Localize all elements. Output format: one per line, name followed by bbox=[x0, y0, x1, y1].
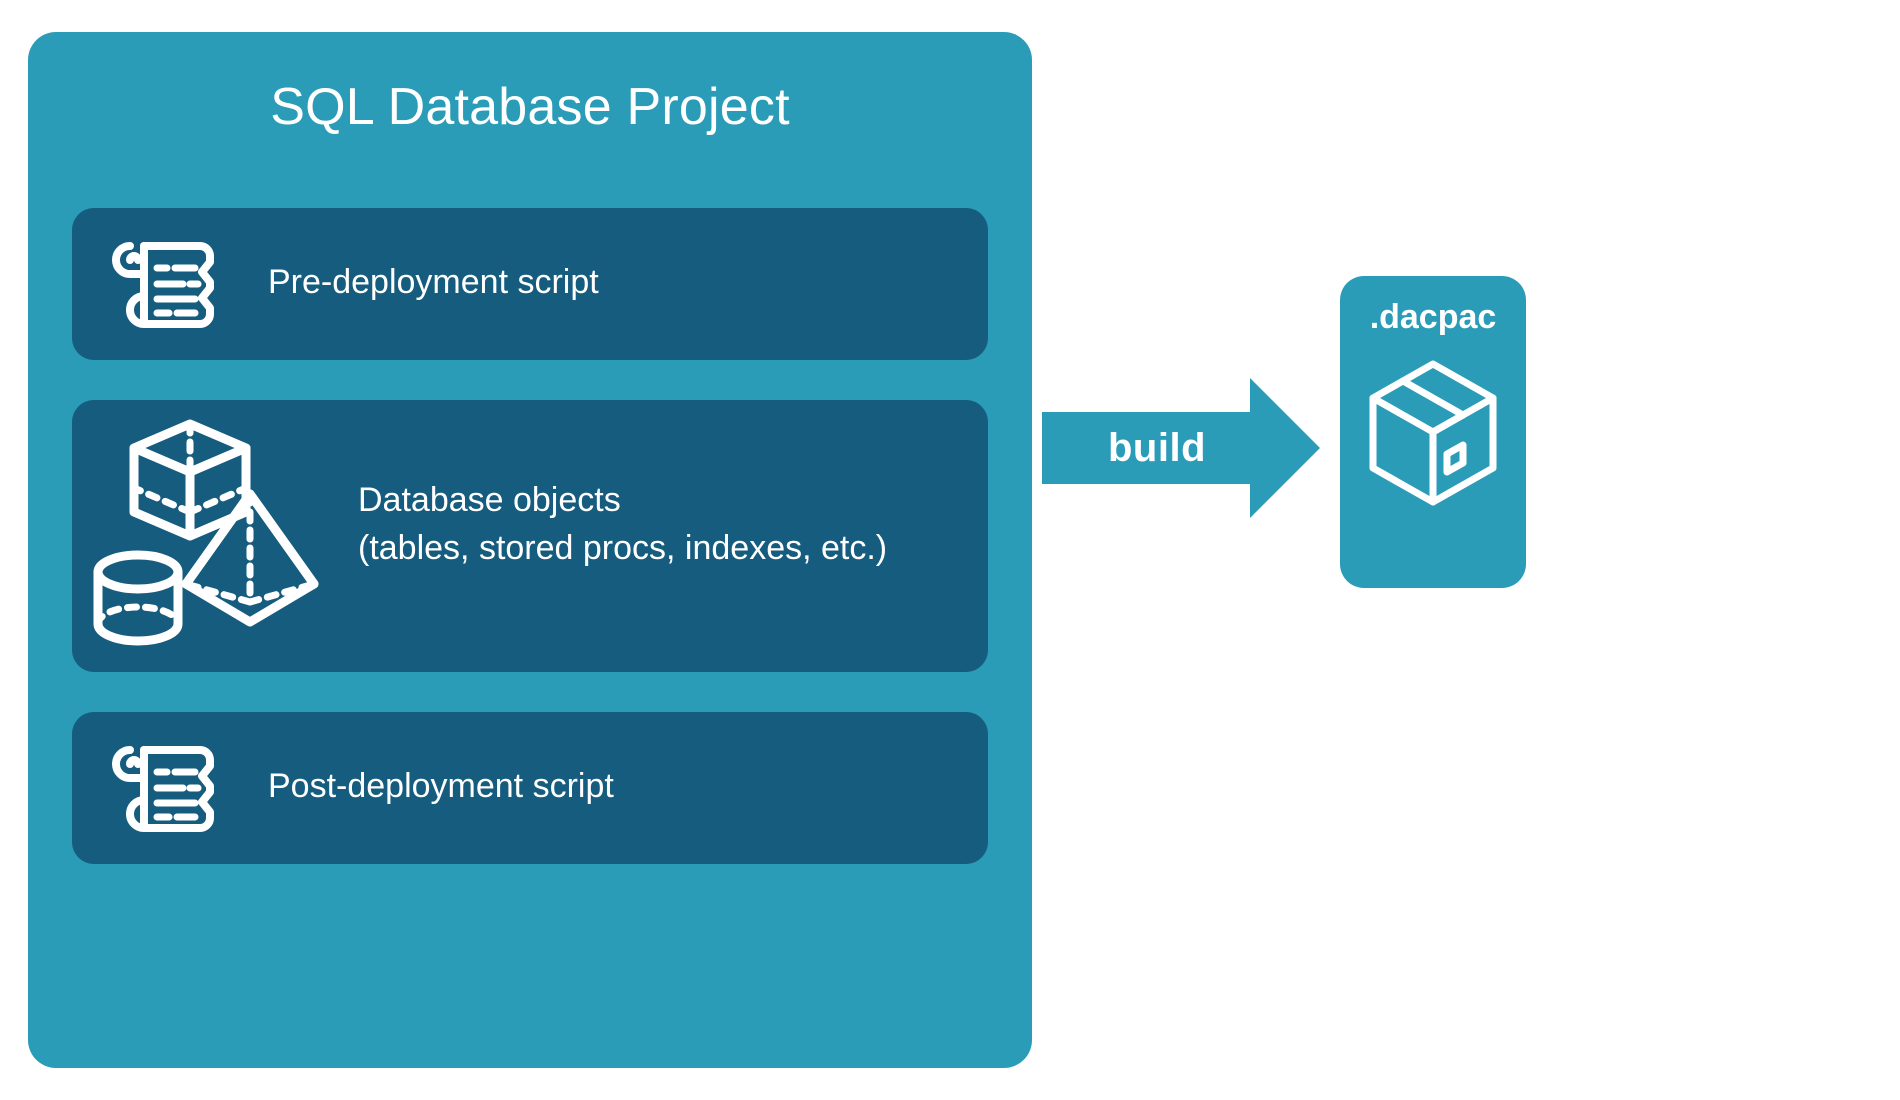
database-objects-label: Database objects (tables, stored procs, i… bbox=[358, 476, 887, 573]
database-objects-label-line1: Database objects bbox=[358, 481, 621, 519]
pyramid-icon bbox=[181, 489, 319, 627]
database-objects-label-line2: (tables, stored procs, indexes, etc.) bbox=[358, 529, 888, 568]
cube-icon bbox=[129, 419, 251, 541]
package-box-icon bbox=[1367, 358, 1499, 508]
pre-deployment-script-card: Pre-deployment script bbox=[72, 208, 988, 360]
scroll-script-icon bbox=[94, 226, 244, 344]
post-deployment-script-card: Post-deployment script bbox=[72, 712, 988, 864]
dacpac-output-card: .dacpac bbox=[1340, 276, 1526, 588]
sql-database-project-card: SQL Database Project bbox=[28, 32, 1032, 1068]
dacpac-title: .dacpac bbox=[1369, 298, 1497, 336]
database-objects-icon-group bbox=[82, 416, 342, 656]
post-deployment-script-label: Post-deployment script bbox=[268, 767, 614, 805]
pre-deployment-script-label: Pre-deployment script bbox=[268, 263, 599, 301]
scroll-script-icon bbox=[94, 730, 244, 848]
cylinder-icon bbox=[93, 550, 183, 646]
database-objects-card: Database objects (tables, stored procs, i… bbox=[72, 400, 988, 672]
page-title: SQL Database Project bbox=[270, 78, 790, 136]
arrow-right-icon bbox=[1042, 378, 1320, 518]
